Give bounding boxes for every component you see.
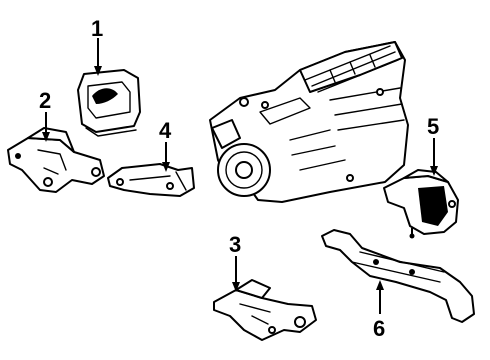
part-2-bracket <box>7 127 105 193</box>
part-1-mount <box>77 69 141 137</box>
callout-2: 2 <box>39 88 51 113</box>
leader-2-arrow <box>42 132 50 142</box>
leader-1-arrow <box>94 66 102 76</box>
leader-5-arrow <box>430 166 438 176</box>
part-4-bracket <box>107 163 195 197</box>
leader-6-arrow <box>376 280 384 290</box>
callout-1: 1 <box>91 16 103 41</box>
engine-illustration <box>209 41 409 203</box>
part-3-bracket <box>213 279 317 341</box>
callout-5: 5 <box>427 114 439 139</box>
leader-3-arrow <box>232 282 240 292</box>
callout-4: 4 <box>159 118 172 143</box>
leader-lines <box>42 38 438 314</box>
callout-labels: 1 2 4 5 3 6 <box>39 16 439 341</box>
part-6-crossmember <box>321 229 475 323</box>
part-5-mount <box>383 169 459 239</box>
callout-3: 3 <box>229 232 241 257</box>
leader-4-arrow <box>162 162 170 172</box>
callout-6: 6 <box>373 316 385 341</box>
